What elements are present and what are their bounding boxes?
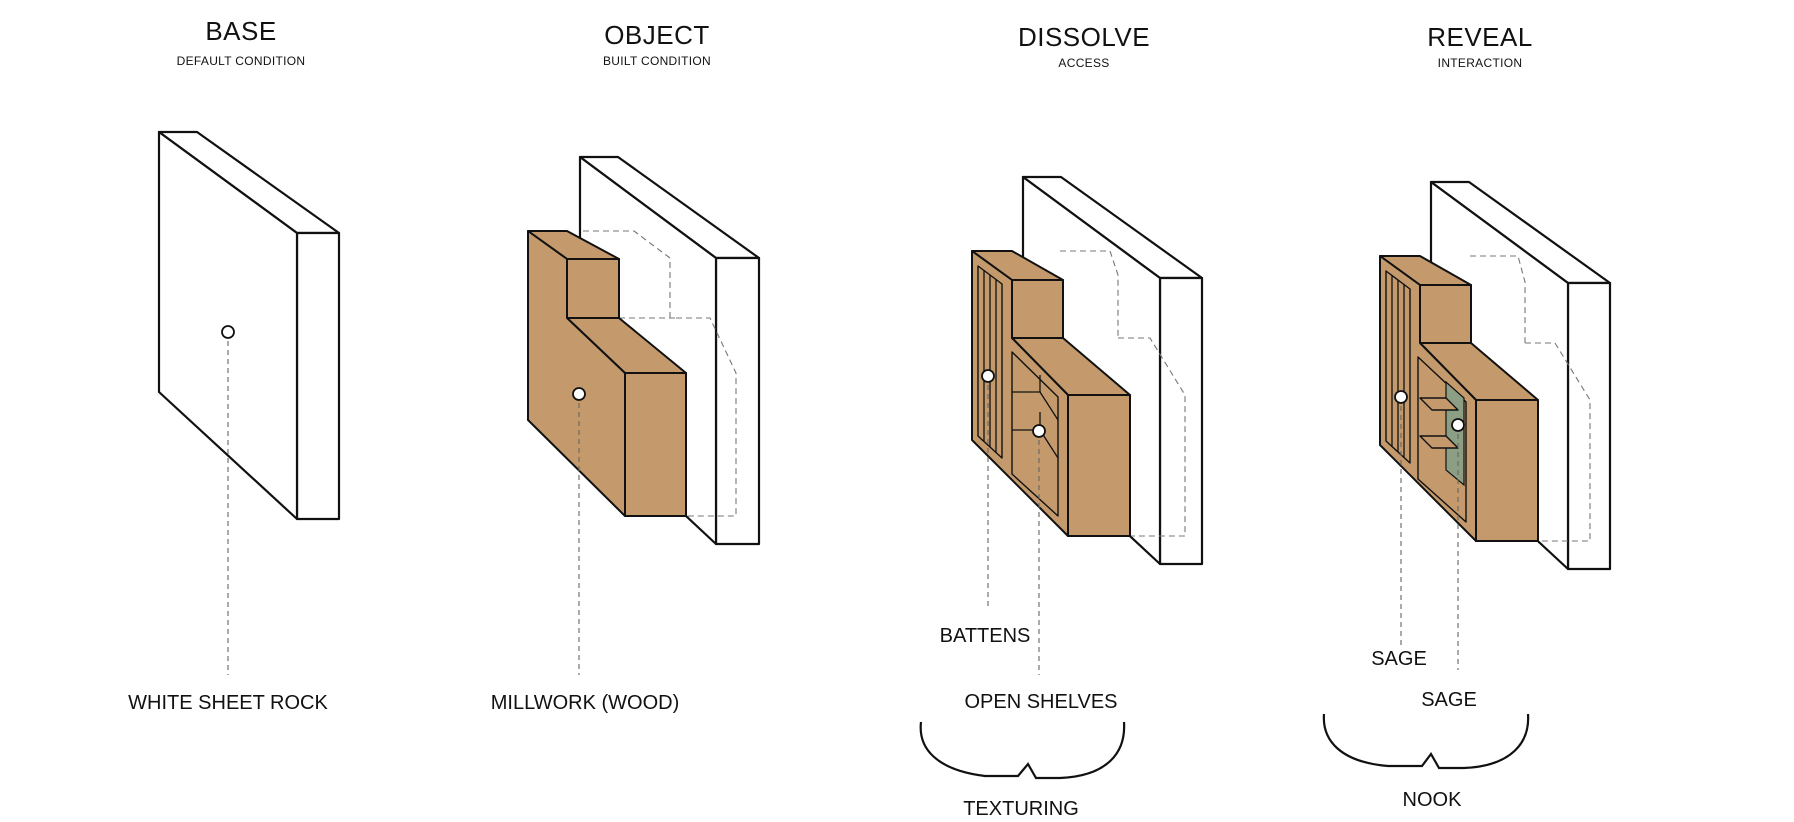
base-marker (221, 325, 235, 339)
stage-title-object: OBJECT (604, 20, 710, 50)
millwork-side-face (527, 230, 626, 517)
stage-title-dissolve: DISSOLVE (1017, 22, 1151, 52)
dissolve-battens-marker (981, 369, 995, 383)
reveal-sage-panel (1445, 380, 1465, 487)
reveal-sage-left-marker (1394, 390, 1408, 404)
object-hidden-lines (583, 230, 737, 517)
stage-title-base: BASE (205, 16, 277, 46)
label-millwork: MILLWORK (WOOD) (490, 692, 680, 714)
base-wall-side (295, 231, 341, 521)
reveal-wall-side (1566, 281, 1612, 571)
label-sage-right: SAGE (1421, 689, 1477, 711)
reveal-hidden-lines (1470, 255, 1591, 542)
dissolve-hidden-lines (1060, 250, 1186, 537)
millwork-upper-front (566, 258, 620, 319)
stage-subtitle-base: DEFAULT CONDITION (176, 54, 306, 68)
dissolve-shelves-marker (1032, 424, 1046, 438)
reveal-lower-front (1475, 399, 1539, 542)
dissolve-wall-side (1158, 276, 1204, 566)
reveal-upper-front (1419, 284, 1472, 344)
dissolve-lower-front (1067, 394, 1131, 537)
label-sage-left: SAGE (1371, 648, 1427, 670)
stage-subtitle-dissolve: ACCESS (1058, 56, 1110, 70)
object-millwork (527, 230, 687, 517)
base-wall (157, 130, 341, 521)
stage-subtitle-reveal: INTERACTION (1437, 56, 1523, 70)
reveal-nook-shelf-upper (1419, 397, 1459, 411)
stage-title-reveal: REVEAL (1427, 22, 1533, 52)
object-marker (572, 387, 586, 401)
millwork-lower-front (624, 372, 687, 517)
reveal-sage-right-marker (1451, 418, 1465, 432)
reveal-brace (1322, 713, 1530, 770)
object-wall-side (714, 256, 761, 546)
label-texturing: TEXTURING (963, 798, 1079, 820)
label-open-shelves: OPEN SHELVES (964, 691, 1118, 713)
dissolve-brace (919, 721, 1126, 780)
label-nook: NOOK (1402, 789, 1462, 811)
label-battens: BATTENS (939, 625, 1031, 647)
dissolve-upper-front (1011, 279, 1064, 339)
reveal-millwork (1379, 255, 1539, 542)
stage-subtitle-object: BUILT CONDITION (602, 54, 712, 68)
label-white-sheet-rock: WHITE SHEET ROCK (128, 692, 328, 714)
dissolve-millwork (971, 250, 1131, 537)
